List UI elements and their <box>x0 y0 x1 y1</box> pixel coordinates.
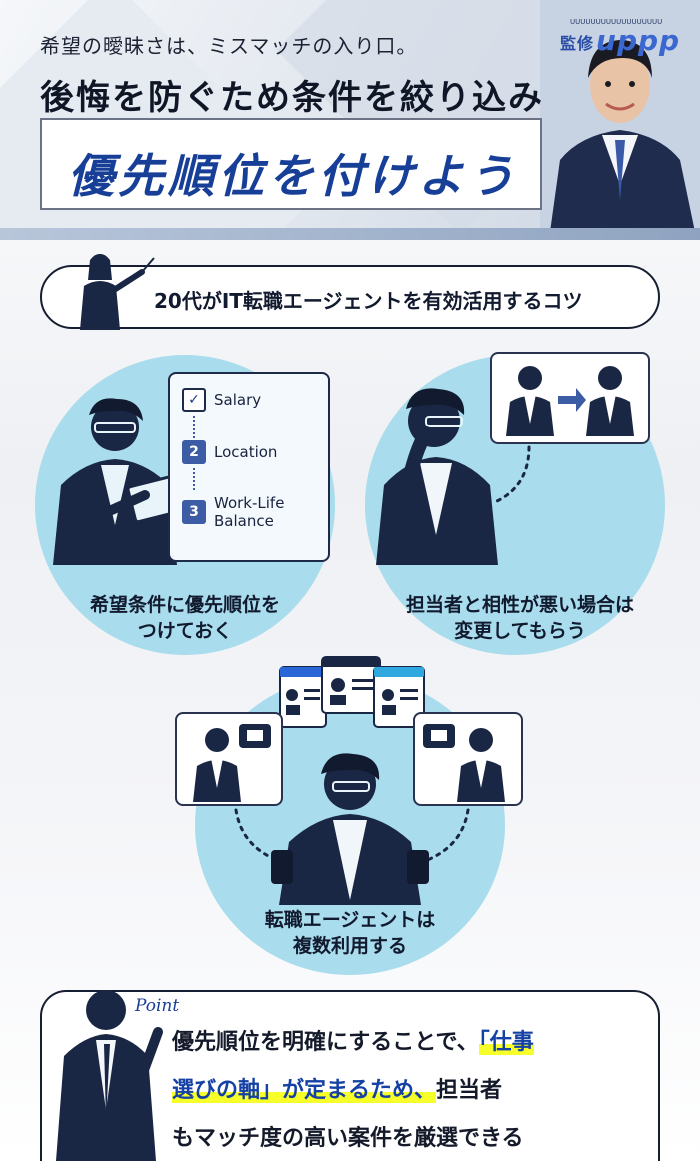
checklist-label: Balance <box>214 512 274 530</box>
arrow-right-icon <box>558 388 586 412</box>
tip-caption-line: つけておく <box>137 620 233 642</box>
logo-kanji: 監修 <box>560 34 595 53</box>
agent-with-briefcase-icon <box>423 724 505 802</box>
checklist-connector <box>193 468 195 490</box>
accent-title-box: 優先順位を付けよう <box>40 118 542 210</box>
logo: UUUUUUUUUUUUUUUUUU 監修uppp <box>560 18 690 58</box>
checklist-item: ✓ Salary <box>182 388 261 412</box>
tip-caption-line: 転職エージェントは <box>264 909 436 931</box>
agent-swap-illustration <box>506 366 634 436</box>
tip-caption-line: 希望条件に優先順位を <box>89 594 280 616</box>
thinking-man-icon <box>376 388 498 565</box>
man-with-phones-icon <box>271 753 429 905</box>
tip-caption: 転職エージェントは複数利用する <box>195 907 505 959</box>
tip-caption-line: 担当者と相性が悪い場合は <box>405 594 634 616</box>
agent-with-briefcase-icon <box>193 724 271 802</box>
point-text-line: 選びの軸」が定まるため、担当者 <box>172 1072 502 1104</box>
section-title: 20代がIT転職エージェントを有効活用するコツ <box>154 289 583 313</box>
point-label: Point <box>135 996 180 1016</box>
header-divider <box>0 228 700 240</box>
checklist-label: Location <box>214 443 278 461</box>
header-subtitle: 希望の曖昧さは、ミスマッチの入り口。 <box>40 34 418 58</box>
profile-cards-icon <box>279 656 425 728</box>
point-text-line: 優先順位を明確にすることで、「仕事 <box>172 1024 534 1056</box>
tip-caption-line: 複数利用する <box>292 935 407 957</box>
section-pill: 20代がIT転職エージェントを有効活用するコツ <box>40 265 660 329</box>
logo-tagline: UUUUUUUUUUUUUUUUUU <box>570 18 663 26</box>
businessman-photo <box>540 0 700 232</box>
point-text: 優先順位を明確にすることで、 <box>172 1030 479 1055</box>
point-highlight: 「仕事 <box>478 1030 534 1055</box>
number-badge: 3 <box>182 500 206 524</box>
tip-caption: 希望条件に優先順位をつけておく <box>35 592 335 644</box>
header-banner: UUUUUUUUUUUUUUUUUU 監修uppp 希望の曖昧さは、ミスマッチの… <box>0 0 700 232</box>
checklist-label: Salary <box>214 391 262 409</box>
checklist-label: Work-Life <box>214 494 285 512</box>
presenter-woman-icon <box>80 254 155 330</box>
agent-card-left <box>175 712 283 806</box>
logo-text: uppp <box>596 24 681 57</box>
tip-caption-line: 変更してもらう <box>454 620 586 642</box>
man-with-clipboard-icon <box>53 398 184 565</box>
dotted-connector <box>495 445 531 503</box>
point-text-line: もマッチ度の高い案件を厳選できる <box>172 1126 524 1151</box>
point-text: 担当者 <box>436 1078 503 1103</box>
checklist-connector <box>193 416 195 438</box>
checklist-item: 2 Location <box>182 440 277 464</box>
point-highlight: 選びの軸」が定まるため、 <box>172 1078 437 1103</box>
number-badge: 2 <box>182 440 206 464</box>
logo-wordmark: 監修uppp <box>560 24 680 57</box>
header-title: 後悔を防ぐため条件を絞り込み <box>40 78 544 118</box>
agent-card-right <box>413 712 523 806</box>
tip-caption: 担当者と相性が悪い場合は変更してもらう <box>355 592 685 644</box>
agent-swap-card <box>490 352 650 444</box>
accent-title: 優先順位を付けよう <box>68 149 518 203</box>
check-icon: ✓ <box>182 388 206 412</box>
pointing-man-icon <box>56 990 163 1161</box>
